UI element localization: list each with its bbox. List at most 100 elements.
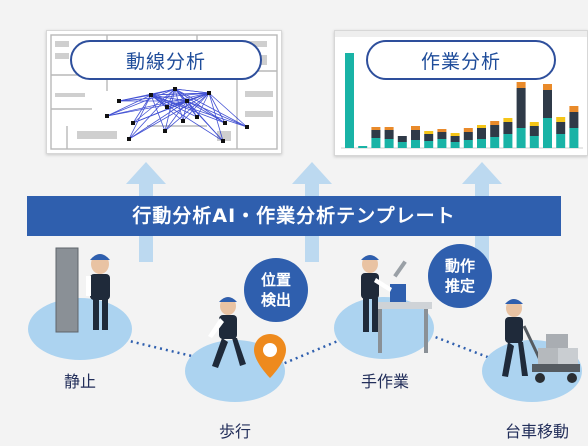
work-bar-14-seg-0 [529,136,539,148]
work-bar-11-seg-0 [490,137,500,148]
network-link-33 [174,88,210,94]
network-link-37 [208,92,226,124]
work-bar-3-seg-2 [384,127,394,130]
walking-worker-figure [208,297,246,368]
network-link-9 [174,88,226,124]
network-link-50 [150,92,210,96]
work-bar-1-seg-0 [358,146,368,148]
work-bar-8-seg-2 [450,133,460,136]
work-analysis-title: 作業分析 [366,40,556,80]
network-link-42 [106,94,152,117]
work-bar-0-seg-0 [345,53,354,148]
network-link-48 [150,94,188,102]
work-bar-15-seg-0 [543,118,552,148]
network-node-4 [165,105,169,109]
network-node-0 [105,114,109,118]
work-bar-5-seg-0 [411,140,420,148]
work-bar-6-seg-1 [424,134,434,141]
network-node-10 [223,121,227,125]
work-bar-7-seg-2 [437,129,447,132]
work-bar-9-seg-2 [463,128,473,132]
work-bar-5-seg-2 [411,126,420,130]
work-bar-14-seg-1 [529,126,539,136]
position-detection-line2: 検出 [260,291,291,309]
network-link-44 [132,94,152,124]
work-bar-6-seg-2 [424,131,434,134]
work-bar-12-seg-2 [503,118,513,122]
work-bar-10-seg-0 [477,139,486,148]
work-bar-17-seg-1 [569,112,579,128]
worker-icon [502,299,528,377]
work-bar-4-seg-1 [397,136,407,142]
network-link-0 [106,88,176,117]
behavior-analysis-banner: 行動分析AI・作業分析テンプレート [27,196,561,236]
work-bar-5-seg-1 [411,130,420,140]
work-bar-10-seg-1 [477,128,486,139]
work-bar-17-seg-0 [569,128,579,148]
network-node-12 [127,137,131,141]
stationary-label: 静止 [63,372,96,391]
work-bar-13-seg-2 [516,82,526,88]
door-icon [56,248,78,332]
hand-cart-icon [522,325,580,383]
work-bar-11-seg-1 [490,125,500,137]
position-detection-line1: 位置 [260,271,291,289]
walking-worker-icon [208,297,246,368]
work-bar-2-seg-2 [371,127,381,130]
work-bar-8-seg-1 [450,136,460,142]
network-link-39 [128,92,210,140]
work-bar-15-seg-2 [543,84,552,90]
network-node-2 [131,121,135,125]
network-link-27 [186,100,224,142]
network-link-38 [208,92,248,128]
work-bar-12-seg-1 [503,122,513,134]
floor-plan-walls [50,34,278,150]
network-link-35 [186,92,210,102]
work-bar-11-seg-2 [490,121,500,125]
work-bar-8-seg-0 [450,142,460,148]
manual-work-label: 手作業 [360,372,409,391]
network-node-1 [117,99,121,103]
network-node-14 [221,139,225,143]
network-link-24 [186,100,248,128]
manual-work-worker-figure [361,255,432,353]
network-link-43 [118,94,152,102]
location-pin-icon [254,334,286,378]
flow-analysis-title: 動線分析 [70,40,262,80]
walking-label: 歩行 [218,422,251,441]
work-bar-3-seg-1 [384,130,394,139]
position-detection-badge: 位置 検出 [244,258,308,322]
work-bar-15-seg-1 [543,90,552,118]
chart-toolbar-strip [335,31,587,37]
motion-estimation-line1: 動作 [444,257,475,275]
network-link-52 [150,94,248,128]
connector-work-cart [429,333,491,360]
wrench-icon [393,260,407,278]
work-bar-13-seg-0 [516,128,526,148]
network-node-7 [185,99,189,103]
cart-moving-label: 台車移動 [504,422,569,441]
work-bar-14-seg-2 [529,122,539,126]
work-bar-2-seg-0 [371,138,381,148]
cart-moving-worker-figure [502,299,580,383]
network-link-34 [182,92,210,122]
workbench-icon [374,284,432,353]
network-link-23 [186,100,226,124]
work-bar-16-seg-0 [556,134,566,148]
work-bar-12-seg-0 [503,134,513,148]
network-link-28 [106,92,210,117]
floor-plan-map [50,34,278,150]
stationary-ellipse [28,298,132,360]
network-link-54 [150,94,166,132]
work-bar-16-seg-2 [556,117,566,122]
network-node-3 [149,93,153,97]
network-node-11 [245,125,249,129]
network-node-8 [195,115,199,119]
network-node-9 [207,91,211,95]
work-bar-4-seg-0 [397,142,407,148]
movement-nodes [105,87,249,143]
worker-icon [361,255,392,332]
work-bar-6-seg-0 [424,141,434,148]
work-bar-2-seg-1 [371,130,381,138]
stationary-worker-figure [55,247,110,333]
